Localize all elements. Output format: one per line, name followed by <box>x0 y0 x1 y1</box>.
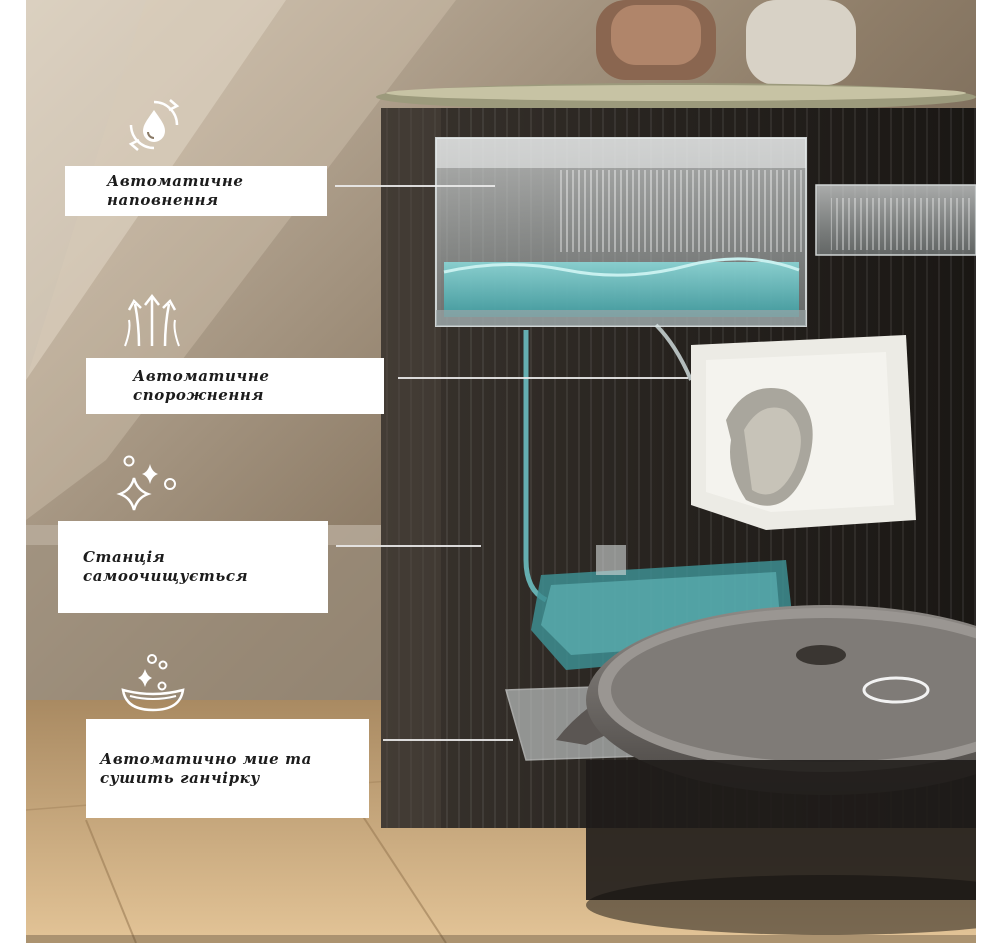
sparkles-icon <box>116 455 176 511</box>
up-arrows-icon <box>124 293 180 347</box>
feature-label: Автоматичне наповнення <box>107 172 244 209</box>
leader-line <box>336 545 481 547</box>
feature-label-box: Автоматичне спорожнення <box>86 358 384 414</box>
leader-line <box>335 185 495 187</box>
feature-label: Автоматичне спорожнення <box>133 367 270 404</box>
leader-line <box>383 739 513 741</box>
feature-label: Станція самоочищується <box>83 548 249 585</box>
feature-label: Автоматично мие та сушить ганчірку <box>100 749 312 787</box>
feature-label-box: Автоматично мие та сушить ганчірку <box>86 719 369 818</box>
product-photo <box>26 0 976 943</box>
feature-label-box: Станція самоочищується <box>58 521 328 613</box>
water-drop-refresh-icon <box>128 99 180 151</box>
feature-label-box: Автоматичне наповнення <box>65 166 327 216</box>
leader-line <box>398 377 688 379</box>
mop-wash-bubbles-icon <box>121 654 185 712</box>
